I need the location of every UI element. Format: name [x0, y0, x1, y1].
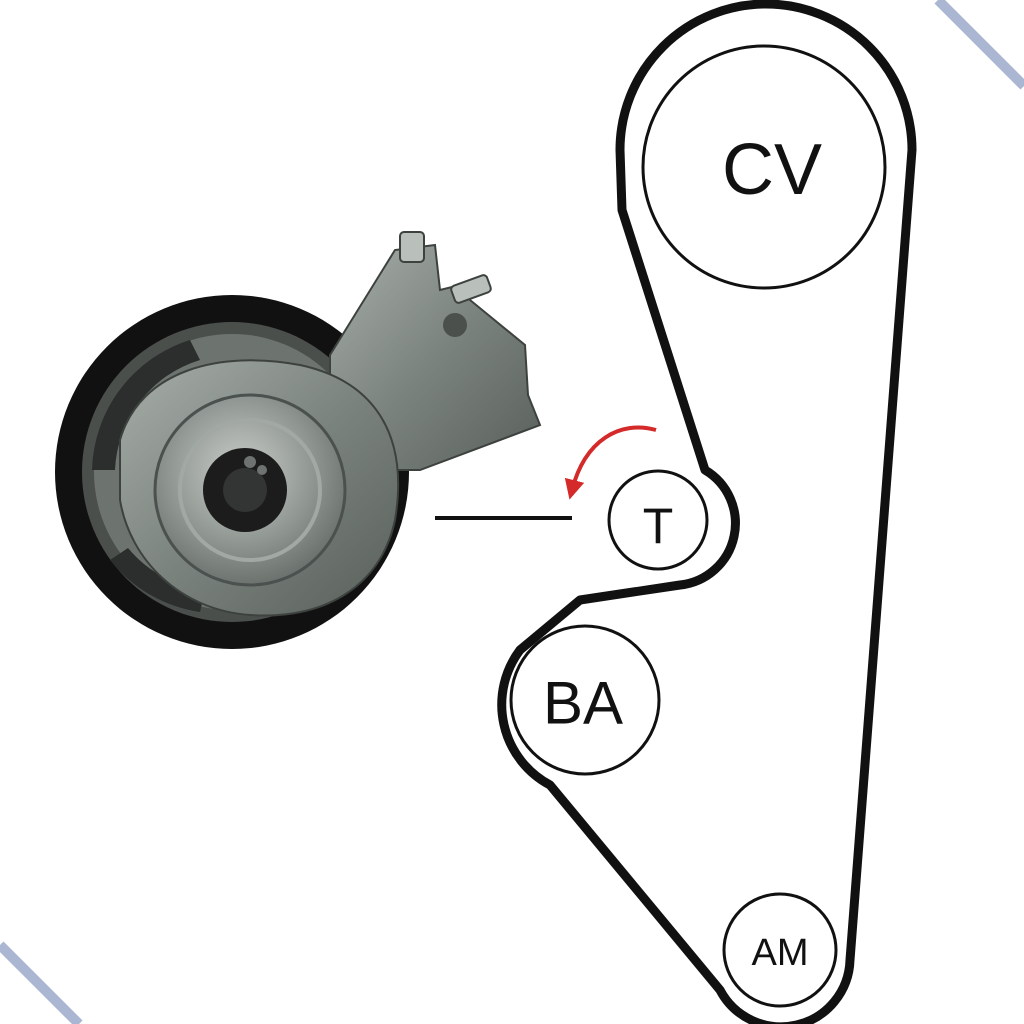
tensioner-pulley-image	[55, 231, 542, 649]
pulley-am: AM	[722, 892, 838, 1008]
timing-belt	[497, 0, 917, 1024]
corner-accent-top-right	[934, 0, 1024, 90]
pulley-cv: CV	[641, 44, 887, 290]
pulley-t: T	[607, 469, 709, 571]
pulley-ba: BA	[509, 624, 661, 776]
corner-accent-bottom-left	[0, 941, 83, 1024]
pulley-t-label: T	[643, 498, 674, 554]
timing-belt-inner-edge	[513, 14, 902, 1010]
rotation-arrow-icon	[564, 425, 657, 500]
pulley-ba-label: BA	[543, 670, 623, 737]
pulley-am-label: AM	[752, 932, 809, 974]
pulley-cv-label: CV	[722, 130, 822, 210]
